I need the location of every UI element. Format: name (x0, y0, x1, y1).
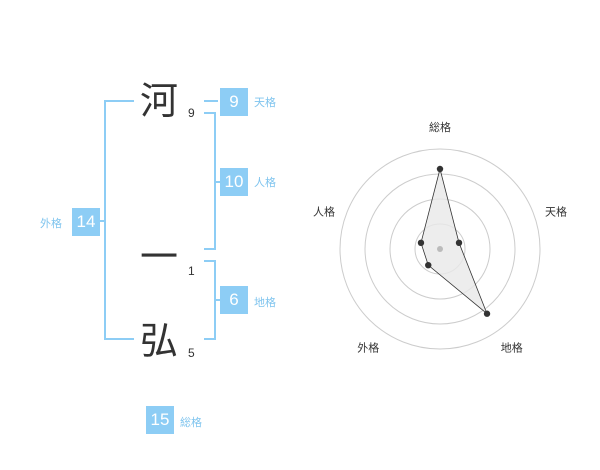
tenkaku-connector (204, 100, 218, 102)
stroke-count-1: 9 (188, 106, 195, 120)
radar-axis-label-4: 外格 (357, 341, 379, 355)
chikaku-value-badge: 6 (220, 286, 248, 314)
jinkaku-bracket (204, 112, 216, 250)
radar-axis-label-5: 人格 (313, 204, 335, 218)
jinkaku-value-badge: 10 (220, 168, 248, 196)
tenkaku-value-badge: 9 (220, 88, 248, 116)
radar-point-2 (455, 239, 463, 247)
name-char-3: 弘 (140, 319, 179, 363)
radar-axis-label-3: 地格 (501, 341, 523, 355)
gaikaku-bracket (104, 100, 134, 340)
chikaku-bracket (204, 260, 216, 340)
radar-area (420, 168, 488, 315)
radar-point-1 (436, 165, 444, 173)
radar-point-3 (483, 310, 491, 317)
radar-axis-label-1: 総格 (429, 120, 451, 134)
radar-axis-label-2: 天格 (545, 204, 567, 218)
jinkaku-label: 人格 (254, 176, 276, 189)
name-char-1: 河 (140, 79, 179, 123)
gaikaku-label: 外格 (40, 217, 62, 230)
jinkaku-connector (216, 181, 222, 183)
chikaku-connector (216, 299, 222, 301)
stroke-count-2: 1 (188, 264, 195, 278)
radar-point-4 (425, 261, 432, 269)
stroke-count-3: 5 (188, 346, 195, 360)
radar-center-point (437, 246, 443, 252)
radar-ring (339, 148, 541, 350)
tenkaku-label: 天格 (254, 96, 276, 109)
name-char-2: 一 (140, 235, 179, 279)
gaikaku-value-badge: 14 (72, 208, 100, 236)
soukaku-label: 総格 (180, 416, 202, 429)
gaikaku-connector (95, 220, 105, 222)
soukaku-value-badge: 15 (146, 406, 174, 434)
radar-point-5 (417, 239, 425, 247)
chikaku-label: 地格 (254, 296, 276, 309)
